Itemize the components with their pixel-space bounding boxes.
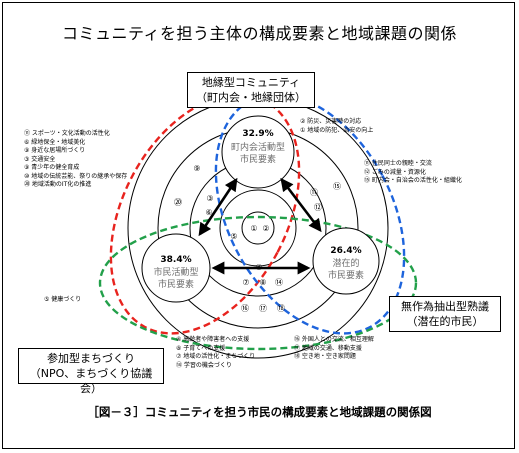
list-item: ⑰ 地域の交通、移動支援 bbox=[294, 344, 362, 352]
top-element-circle bbox=[221, 115, 295, 189]
box-chien-line2: （町内会・地縁団体） bbox=[196, 91, 306, 104]
right-label-1: 潜在的 bbox=[332, 257, 359, 269]
list-item: ④ 高齢者や障害者への支援 bbox=[176, 336, 250, 343]
num-11: ⑪ bbox=[310, 188, 318, 197]
num-15: ⑮ bbox=[333, 182, 341, 191]
num-4: ④ bbox=[255, 263, 262, 272]
top-label-2: 市民要素 bbox=[240, 153, 276, 165]
right-element-circle bbox=[312, 227, 380, 295]
list-item: ② 防災、災害時の対応 bbox=[300, 118, 362, 125]
node-labels: 町内会活動型 市民要素 市民活動型 市民要素 潜在的 市民要素 bbox=[153, 141, 364, 290]
list-item: ⑱ 空き地・空き家問題 bbox=[294, 353, 356, 360]
list-item: ③ 交通安全 bbox=[24, 155, 56, 163]
list-item: ⑪ 住民同士の親睦・交流 bbox=[364, 160, 432, 167]
num-18: ⑱ bbox=[277, 304, 285, 313]
right-label-2: 市民要素 bbox=[328, 269, 364, 281]
list-item: ⑯ 外国人との交流、相互理解 bbox=[294, 336, 374, 343]
left-percent: 38.4% bbox=[160, 255, 191, 265]
arrows bbox=[198, 177, 322, 275]
figure-caption: ［図－３］コミュニティを担う市民の構成要素と地域課題の関係図 bbox=[87, 405, 432, 419]
num-8: ⑧ bbox=[259, 278, 266, 287]
list-item: ⑨ 身近な居場所づくり bbox=[24, 147, 86, 154]
element-circles bbox=[141, 115, 380, 303]
num-7: ⑦ bbox=[242, 278, 249, 287]
list-item: ⑦ 地域の活性化・まちづくり bbox=[176, 353, 256, 360]
box-musakui-line2: （潜在的市民） bbox=[406, 315, 484, 328]
box-chien-line1: 地縁型コミュニティ bbox=[201, 76, 301, 89]
box-sanka-line1: 参加型まちづくり bbox=[47, 352, 135, 365]
left-label-2: 市民要素 bbox=[158, 278, 194, 290]
box-musakui-line1: 無作為抽出型熟議 bbox=[401, 300, 489, 313]
list-left-single: ⑤ 健康づくり bbox=[44, 296, 82, 303]
box-chien: 地縁型コミュニティ （町内会・地縁団体） bbox=[187, 72, 315, 108]
ring-4 bbox=[219, 189, 297, 267]
num-2: ② bbox=[262, 224, 269, 233]
top-label-1: 町内会活動型 bbox=[231, 141, 285, 153]
list-item: ⑨ 青少年の健全育成 bbox=[24, 164, 80, 171]
list-right: ⑪ 住民同士の親睦・交流 ⑫ ごみの減量・資源化 ⑮ 町内会・自治会の活性化・組… bbox=[364, 160, 462, 186]
list-item: ⑳ 地域活動のIT化の推進 bbox=[24, 181, 92, 188]
list-item: ⑥ 緑地保全・地域美化 bbox=[24, 138, 86, 146]
num-1: ① bbox=[250, 224, 257, 233]
num-12: ⑫ bbox=[314, 203, 322, 212]
num-17: ⑰ bbox=[259, 304, 267, 313]
list-item: ⑫ ごみの減量・資源化 bbox=[364, 168, 426, 176]
box-musakui: 無作為抽出型熟議 （潜在的市民） bbox=[389, 296, 501, 332]
diagram-title: コミュニティを担う主体の構成要素と地域課題の関係 bbox=[61, 24, 458, 43]
list-item: ⑩ 地域の伝統芸能、祭りの継承や保存 bbox=[24, 172, 128, 180]
ring-5 bbox=[241, 211, 275, 245]
num-3: ③ bbox=[206, 194, 213, 203]
right-percent: 26.4% bbox=[330, 246, 361, 256]
list-item: ⑪ スポーツ・文化活動の活性化 bbox=[24, 130, 110, 137]
list-left: ⑪ スポーツ・文化活動の活性化 ⑥ 緑地保全・地域美化 ⑨ 身近な居場所づくり … bbox=[24, 130, 127, 190]
left-element-circle bbox=[141, 233, 211, 303]
top-percent: 32.9% bbox=[242, 129, 273, 139]
num-16: ⑯ bbox=[241, 304, 249, 313]
left-label-1: 市民活動型 bbox=[153, 266, 198, 278]
arrow-top-right bbox=[280, 177, 322, 233]
num-14: ⑭ bbox=[275, 278, 283, 287]
list-bottom-left: ④ 高齢者や障害者への支援 ⑧ 子育てへの支援 ⑦ 地域の活性化・まちづくり ⑭… bbox=[176, 336, 255, 370]
node-percent-labels: 32.9% 38.4% 26.4% bbox=[160, 129, 361, 265]
list-item: ① 地域の防犯、治安の向上 bbox=[300, 126, 374, 134]
num-6: ⑥ bbox=[205, 208, 212, 217]
list-item: ⑭ 学習の機会づくり bbox=[176, 361, 232, 369]
list-top-right: ② 防災、災害時の対応 ① 地域の防犯、治安の向上 bbox=[300, 118, 373, 135]
num-9: ⑨ bbox=[193, 164, 200, 173]
arrow-top-left bbox=[198, 177, 238, 237]
outer-frame bbox=[2, 2, 515, 449]
num-5: ⑤ bbox=[230, 232, 237, 241]
list-item: ⑧ 子育てへの支援 bbox=[176, 344, 226, 352]
green-ellipse bbox=[98, 215, 418, 351]
ring-numbers: ① ② ③ ⑤ ④ ⑥ ⑨ ⑳ ⑪ ⑫ ⑮ ⑦ ⑧ ⑭ ⑯ ⑰ ⑱ bbox=[174, 164, 341, 313]
list-item: ⑮ 町内会・自治会の活性化・組織化 bbox=[364, 177, 462, 184]
num-20: ⑳ bbox=[174, 198, 182, 207]
box-sanka-line2: （NPO、まちづくり協議会） bbox=[29, 367, 153, 395]
box-sanka: 参加型まちづくり （NPO、まちづくり協議会） bbox=[18, 348, 164, 395]
list-bottom-right: ⑯ 外国人との交流、相互理解 ⑰ 地域の交通、移動支援 ⑱ 空き地・空き家問題 bbox=[294, 336, 374, 362]
